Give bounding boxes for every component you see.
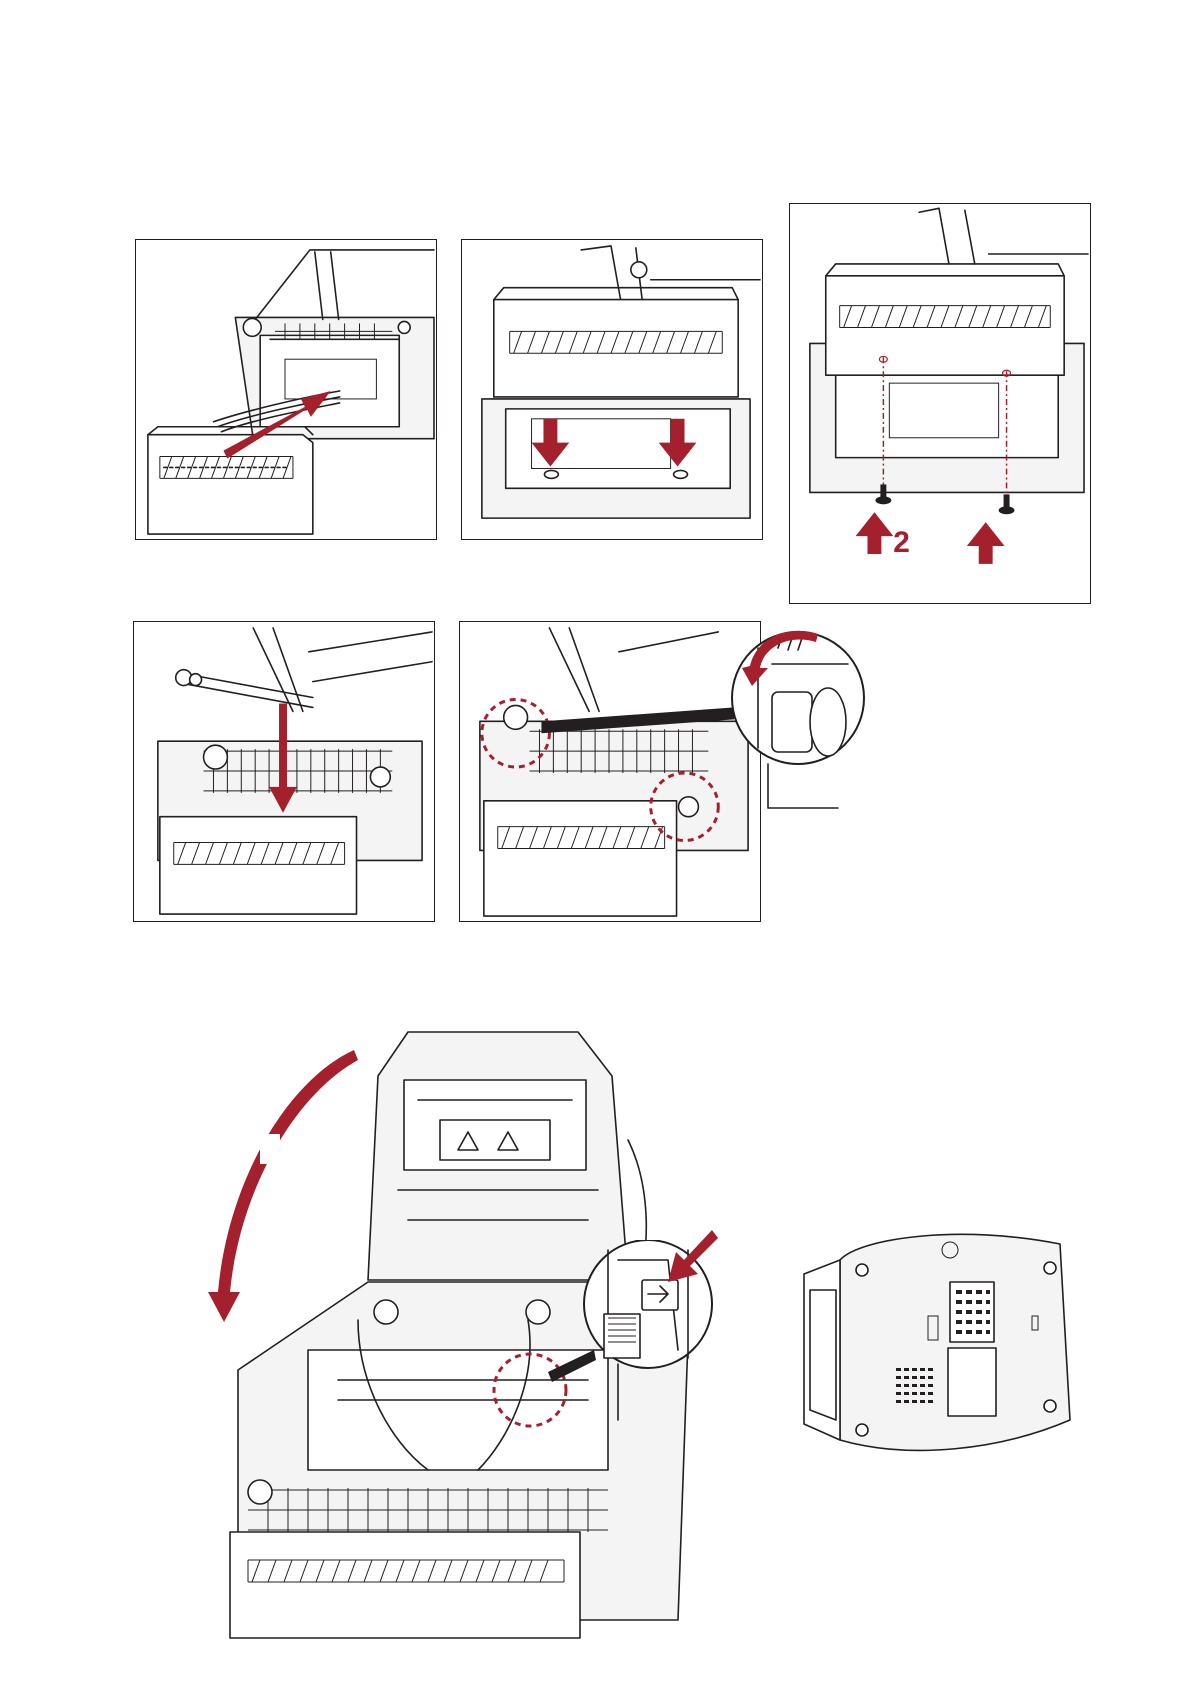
bottom-view-illustration (800, 1220, 1084, 1470)
screw-icon (999, 494, 1015, 514)
cutter-insert-illustration (136, 240, 436, 539)
latch-arrow (668, 1230, 718, 1284)
step-number: 2 (893, 526, 910, 559)
figure-platen-lock (459, 621, 761, 922)
figure-platen-lower (133, 621, 435, 922)
cutter-lower-illustration (462, 240, 762, 539)
cutter-screws-illustration: 2 (790, 204, 1090, 603)
figure-bottom-view (800, 1220, 1084, 1470)
arrow-down-icon (668, 1230, 718, 1284)
arrow-up-icon (967, 522, 1005, 564)
platen-lower-illustration (134, 622, 434, 921)
platen-lock-illustration (460, 622, 760, 921)
arrow-up-icon (856, 512, 894, 554)
figure-cutter-insert (135, 239, 437, 540)
magnifier-callout-icon (728, 628, 868, 828)
platen-lock-callout (728, 628, 868, 828)
curved-arrow-icon (208, 1050, 358, 1322)
figure-cutter-screws: 2 (789, 203, 1091, 604)
figure-cutter-lower (461, 239, 763, 540)
